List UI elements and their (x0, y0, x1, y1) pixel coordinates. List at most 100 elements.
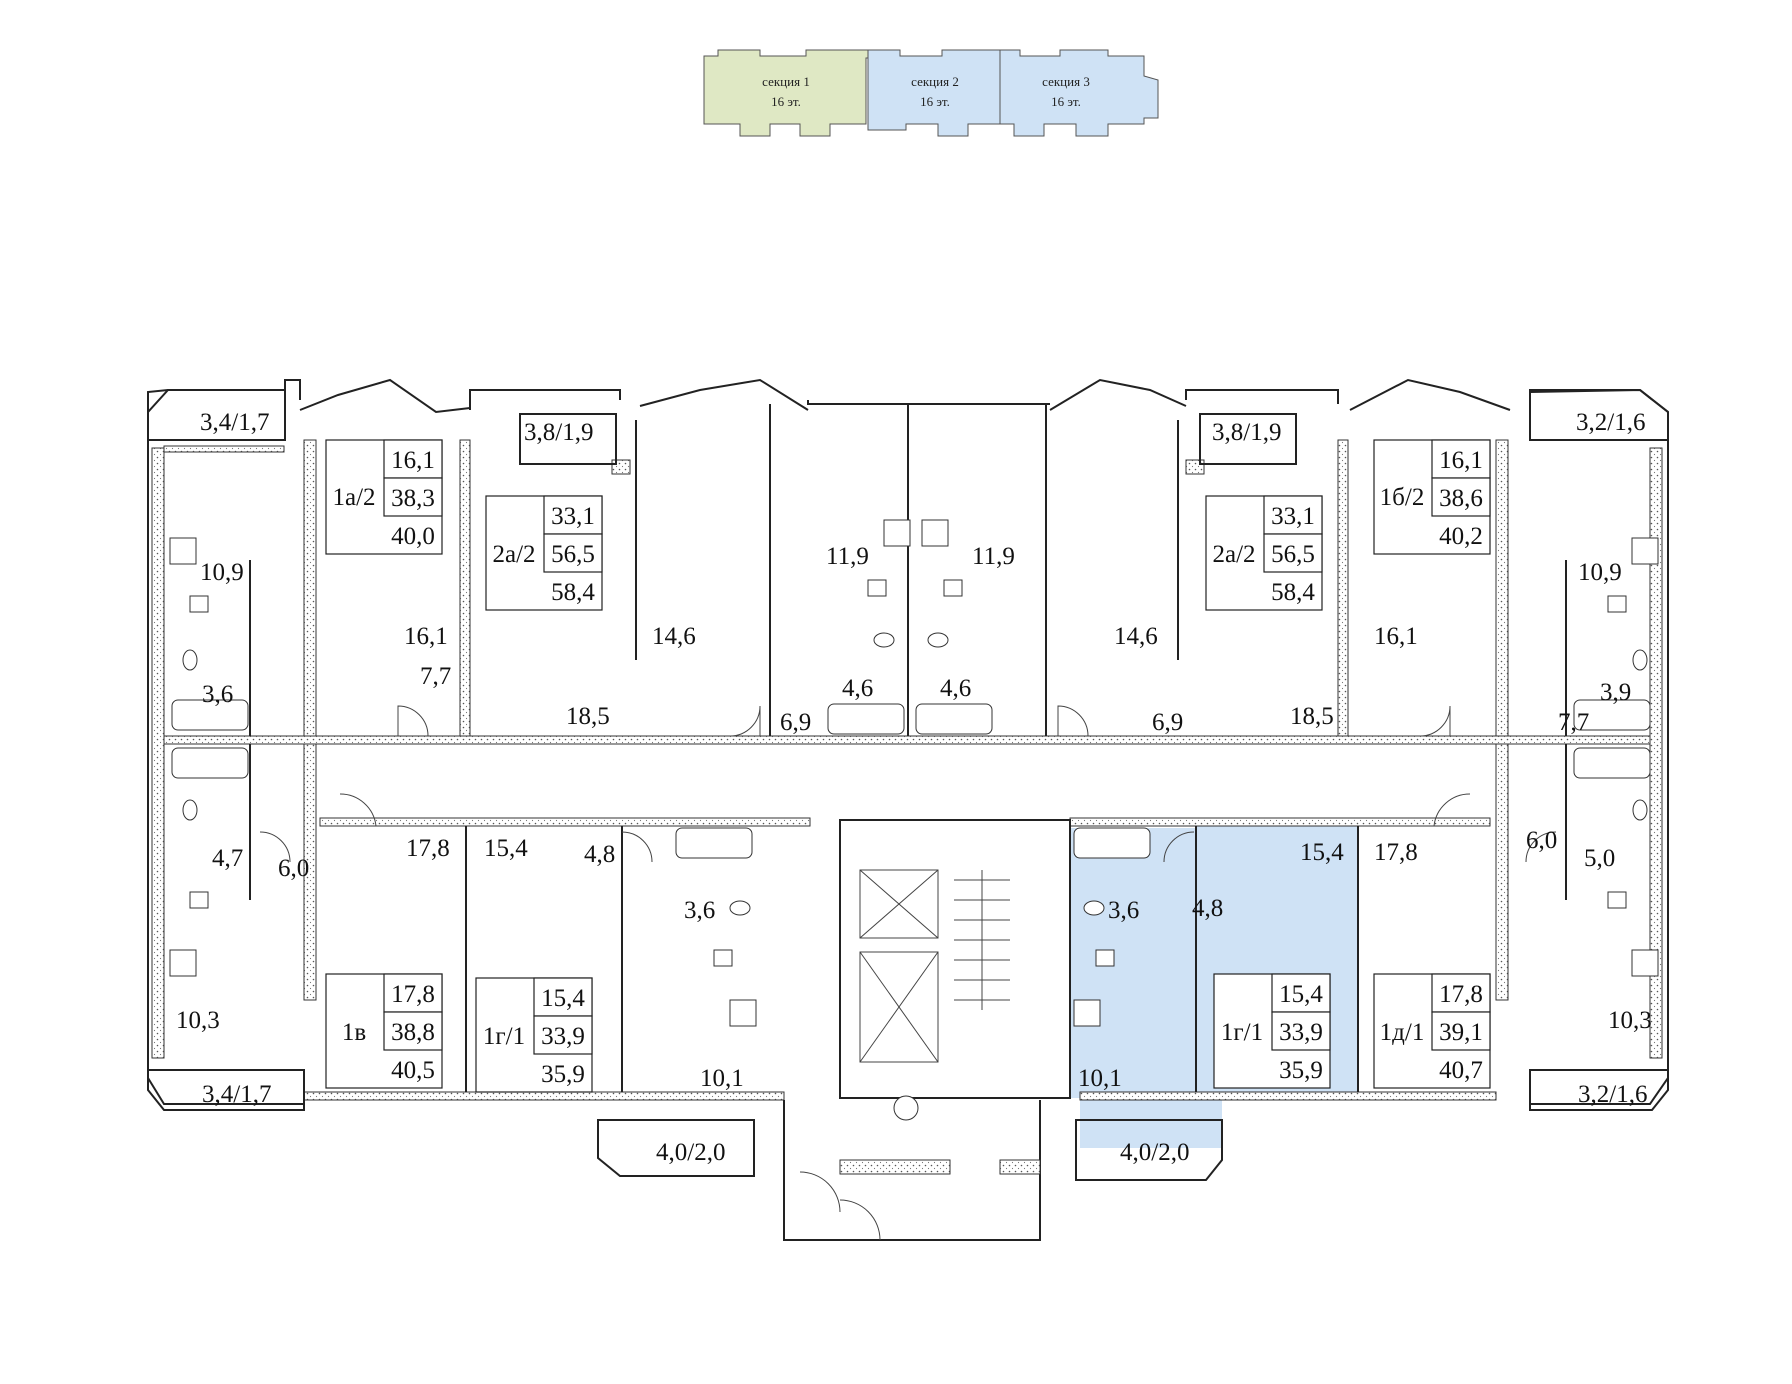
balcony-area: 3,8/1,9 (1212, 419, 1281, 446)
total-with-balcony: 40,2 (1439, 523, 1483, 550)
room-area: 10,3 (1608, 1007, 1652, 1034)
apartment-card[interactable]: 2а/2 33,1 56,5 58,4 (485, 495, 603, 611)
balcony-area: 4,0/2,0 (656, 1139, 725, 1166)
balconies (147, 388, 1669, 1181)
section-1-name: секция 1 (762, 74, 810, 89)
total-with-balcony: 58,4 (1271, 579, 1315, 606)
total-area: 38,8 (391, 1019, 435, 1046)
balcony-area: 3,4/1,7 (200, 409, 269, 436)
room-area: 6,9 (1152, 709, 1183, 736)
living-area: 16,1 (391, 447, 435, 474)
section-3-floors: 16 эт. (1051, 94, 1081, 109)
balcony-top-2 (519, 413, 617, 465)
section-1-shape[interactable] (703, 49, 869, 137)
room-area: 10,1 (1078, 1065, 1122, 1092)
room-area: 7,7 (1558, 709, 1589, 736)
balcony-bottom-right (1529, 1069, 1669, 1111)
left-exterior-wall (151, 447, 165, 1059)
room-area: 4,6 (940, 675, 971, 702)
apartment-card[interactable]: 2а/2 33,1 56,5 58,4 (1205, 495, 1323, 611)
section-2-shape[interactable] (867, 49, 1001, 137)
total-with-balcony: 40,5 (391, 1057, 435, 1084)
living-area: 15,4 (1279, 981, 1323, 1008)
building-walls (147, 378, 1669, 1241)
total-with-balcony: 35,9 (541, 1061, 585, 1088)
apartment-card-selected[interactable]: 1г/1 15,4 33,9 35,9 (1213, 973, 1331, 1089)
room-area: 3,6 (1108, 897, 1139, 924)
living-area: 33,1 (1271, 503, 1315, 530)
balcony-area: 3,2/1,6 (1576, 409, 1645, 436)
elevator-core (839, 819, 1071, 1099)
total-area: 33,9 (1279, 1019, 1323, 1046)
apartment-boxes: 1а/2 16,1 38,3 40,0 2а/2 33,1 56,5 58,4 … (325, 439, 1491, 1093)
apartment-card[interactable]: 1б/2 16,1 38,6 40,2 (1373, 439, 1491, 555)
room-area: 3,9 (1600, 679, 1631, 706)
balcony-bottom-mid (597, 1119, 755, 1177)
total-area: 56,5 (551, 541, 595, 568)
balcony-bottom-left (147, 1069, 305, 1111)
section-2-floors: 16 эт. (920, 94, 950, 109)
room-area: 11,9 (972, 543, 1015, 570)
section-3-name: секция 3 (1042, 74, 1090, 89)
living-area: 16,1 (1439, 447, 1483, 474)
total-with-balcony: 35,9 (1279, 1057, 1323, 1084)
key-plan: секция 1 16 эт. секция 2 16 эт. секция 3… (703, 49, 1159, 137)
room-area: 17,8 (406, 835, 450, 862)
room-area-labels: 3,4/1,7 3,8/1,9 3,8/1,9 3,2/1,6 3,4/1,7 … (176, 409, 1652, 1166)
apartment-code: 1в (342, 1019, 366, 1046)
apartment-card[interactable]: 1д/1 17,8 39,1 40,7 (1373, 973, 1491, 1089)
section-3-shape[interactable] (999, 49, 1159, 137)
elevator-shaft-1 (859, 869, 939, 939)
total-with-balcony: 40,7 (1439, 1057, 1483, 1084)
trash-chute (893, 1095, 919, 1121)
living-area: 17,8 (1439, 981, 1483, 1008)
room-area: 6,0 (1526, 827, 1557, 854)
balcony-bottom-highlight (1075, 1119, 1223, 1181)
fixtures (169, 519, 1659, 1027)
living-area: 15,4 (541, 985, 585, 1012)
room-area: 4,6 (842, 675, 873, 702)
apartment-card[interactable]: 1а/2 16,1 38,3 40,0 (325, 439, 443, 555)
apartment-code: 1г/1 (483, 1023, 525, 1050)
balcony-top-left (147, 389, 286, 441)
total-with-balcony: 58,4 (551, 579, 595, 606)
total-with-balcony: 40,0 (391, 523, 435, 550)
apartment-code: 1а/2 (332, 484, 375, 511)
section-1-floors: 16 эт. (771, 94, 801, 109)
stairs (954, 870, 1010, 1010)
balcony-top-right (1529, 388, 1669, 441)
total-area: 38,3 (391, 485, 435, 512)
room-area: 17,8 (1374, 839, 1418, 866)
apartment-card[interactable]: 1г/1 15,4 33,9 35,9 (475, 977, 593, 1093)
room-area: 16,1 (404, 623, 448, 650)
elevator-shaft-2 (859, 951, 939, 1063)
room-area: 15,4 (1300, 839, 1344, 866)
corridor-south-wall-east (1069, 817, 1491, 827)
balcony-area: 3,4/1,7 (202, 1081, 271, 1108)
total-area: 39,1 (1439, 1019, 1483, 1046)
apartment-card[interactable]: 1в 17,8 38,8 40,5 (325, 973, 443, 1089)
room-area: 6,9 (780, 709, 811, 736)
total-area: 38,6 (1439, 485, 1483, 512)
corridor-north-wall (163, 735, 1651, 745)
balcony-area: 3,8/1,9 (524, 419, 593, 446)
living-area: 33,1 (551, 503, 595, 530)
balcony-area: 3,2/1,6 (1578, 1081, 1647, 1108)
apartment-code: 1д/1 (1380, 1019, 1425, 1046)
room-area: 14,6 (1114, 623, 1158, 650)
room-area: 3,6 (202, 681, 233, 708)
section-2-name: секция 2 (911, 74, 959, 89)
apartment-code: 2а/2 (1212, 541, 1255, 568)
apartment-code: 2а/2 (492, 541, 535, 568)
room-area: 5,0 (1584, 845, 1615, 872)
room-area: 15,4 (484, 835, 528, 862)
apartment-code: 1г/1 (1221, 1019, 1263, 1046)
room-area: 10,9 (1578, 559, 1622, 586)
room-area: 16,1 (1374, 623, 1418, 650)
room-area: 18,5 (566, 703, 610, 730)
room-area: 6,0 (278, 855, 309, 882)
balcony-top-3 (1199, 413, 1297, 465)
total-area: 33,9 (541, 1023, 585, 1050)
room-area: 14,6 (652, 623, 696, 650)
